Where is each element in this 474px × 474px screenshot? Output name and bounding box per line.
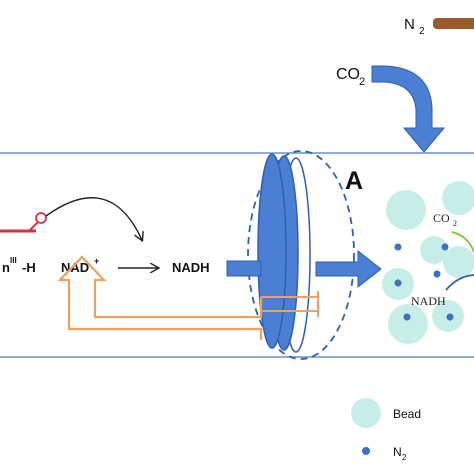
legend-n2-swatch bbox=[362, 447, 370, 455]
n2-molecule bbox=[441, 243, 449, 251]
legend-n2-subscript: 2 bbox=[402, 453, 407, 462]
legend-n2-label: N bbox=[393, 445, 402, 459]
hydride-fragment-label: n bbox=[2, 260, 10, 275]
n2-inlet-pipe bbox=[433, 18, 474, 29]
co2-top-label: CO bbox=[336, 66, 360, 83]
bead bbox=[420, 236, 448, 264]
n2-molecule bbox=[446, 313, 454, 321]
nadh-label: NADH bbox=[172, 260, 210, 275]
co2-inlet-arrow bbox=[371, 65, 446, 153]
nad-recycle-arrow bbox=[57, 255, 263, 340]
n2-top-label: N bbox=[404, 16, 415, 33]
bead bbox=[386, 190, 426, 230]
co2-conversion-arc bbox=[451, 231, 474, 253]
hydride-oxidation-state: III bbox=[10, 256, 17, 265]
bead bbox=[442, 181, 474, 215]
n2-molecule bbox=[394, 279, 402, 287]
legend-bead-swatch bbox=[351, 398, 381, 428]
n2-molecule bbox=[433, 270, 441, 278]
nad-plus-label: NAD bbox=[61, 260, 89, 275]
catalyst-site bbox=[35, 212, 47, 224]
hydride-transfer-arrow bbox=[45, 197, 142, 240]
bead bbox=[388, 304, 428, 344]
catalyst-link bbox=[29, 221, 39, 231]
bead bbox=[443, 246, 474, 278]
nadh-delivery-arrow bbox=[315, 249, 382, 289]
legend-bead-label: Bead bbox=[393, 407, 421, 421]
nadh-inner-label: NADH bbox=[411, 294, 446, 308]
n2-top-subscript: 2 bbox=[419, 26, 425, 37]
nadh-transport-channel bbox=[226, 260, 262, 277]
co2-inner-label: CO bbox=[433, 211, 450, 225]
tube-cross-section bbox=[247, 150, 355, 360]
nadh-conversion-arc bbox=[445, 274, 474, 291]
hydride-suffix: -H bbox=[22, 260, 36, 275]
n2-molecule bbox=[403, 313, 411, 321]
membrane-disc-1 bbox=[257, 153, 287, 349]
co2-top-subscript: 2 bbox=[359, 76, 365, 88]
panel-letter: A bbox=[345, 167, 363, 195]
nad-recycle-connector bbox=[261, 296, 318, 312]
n2-molecule bbox=[394, 243, 402, 251]
co2-inner-subscript: 2 bbox=[453, 219, 457, 228]
nad-plus-charge: + bbox=[94, 256, 99, 266]
